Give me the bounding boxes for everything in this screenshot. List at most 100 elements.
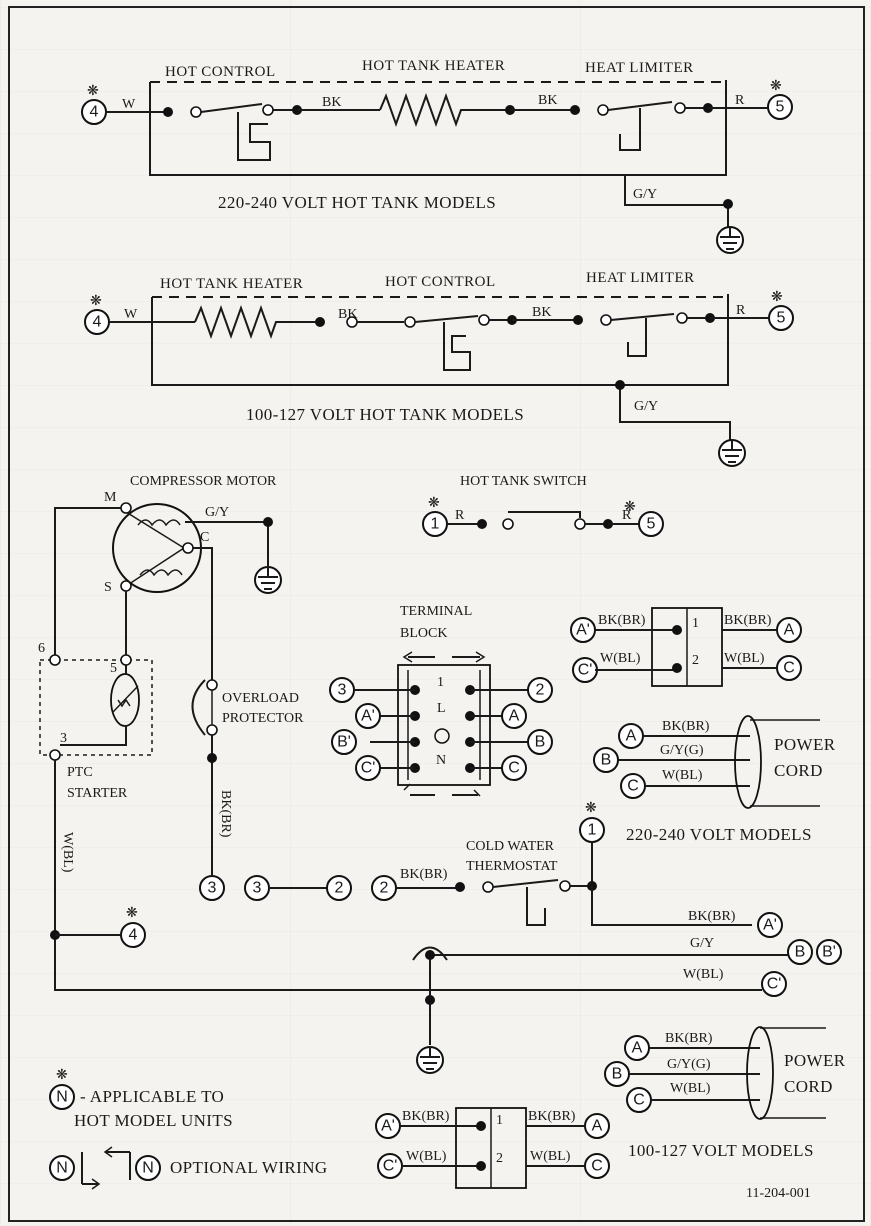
label-wbl-motor: W(BL) (60, 832, 75, 873)
relay-top-wbl-l: W(BL) (600, 651, 641, 666)
relay-top: A' C' A C BK(BR) W(BL) BK(BR) W(BL) 1 2 (570, 607, 802, 687)
terminal-block: TERMINAL BLOCK 1 L N 3 A' B' C' 2 A B C (329, 604, 553, 797)
wire-bk-2: BK (538, 93, 557, 108)
thermo-3: 3 (253, 880, 262, 897)
enclosure-top (149, 80, 727, 176)
label-hot-tank-switch: HOT TANK SWITCH (460, 474, 587, 489)
tb-row-l: L (437, 701, 446, 716)
cord100-c: C (633, 1092, 645, 1109)
cord220-power: POWER (774, 735, 836, 754)
label-hot-control-mid: HOT CONTROL (385, 274, 496, 290)
ptc-starter-box (39, 659, 153, 756)
thermo-c-prime: C' (767, 976, 782, 993)
label-gy-motor: G/Y (205, 505, 229, 520)
relay-top-a-prime: A' (576, 622, 590, 639)
wire-bk-mid-2: BK (532, 305, 551, 320)
legend-n-left: N (56, 1160, 68, 1177)
hot-control-sensor (237, 112, 271, 161)
relay-bottom-c: C (591, 1158, 603, 1175)
cord220-bkbr: BK(BR) (662, 719, 710, 734)
cord100-a: A (632, 1040, 643, 1057)
thermo-1: 1 (588, 822, 597, 839)
star-top-left: ❋ (87, 84, 99, 99)
label-block: BLOCK (400, 626, 447, 641)
tb-ground-icon (434, 728, 450, 744)
relay-top-c: C (783, 660, 795, 677)
caption-100-hot-tank: 100-127 VOLT HOT TANK MODELS (246, 405, 524, 424)
label-c: C (200, 530, 209, 545)
label-thermostat: THERMOSTAT (466, 859, 558, 874)
star-switch-5: ❋ (624, 500, 636, 515)
legend-applicable: - APPLICABLE TO (80, 1087, 224, 1106)
star-motor-4: ❋ (126, 906, 138, 921)
label-r-switch-1: R (455, 508, 465, 523)
terminal-5-top-label: 5 (776, 99, 785, 116)
terminal-4-motor-label: 4 (129, 927, 138, 944)
relay-top-wbl-r: W(BL) (724, 651, 765, 666)
tb-row-n: N (436, 753, 446, 768)
relay-bottom-c-prime: C' (383, 1158, 398, 1175)
caption-100-models: 100-127 VOLT MODELS (628, 1141, 814, 1160)
cord220-a: A (626, 728, 637, 745)
relay-bottom-n2: 2 (496, 1151, 503, 1166)
star-thermo-1: ❋ (585, 801, 597, 816)
label-hot-control: HOT CONTROL (165, 64, 276, 80)
thermo-bkbr2: BK(BR) (688, 909, 736, 924)
relay-top-bkbr-l: BK(BR) (598, 613, 646, 628)
thermo-wbl: W(BL) (683, 967, 724, 982)
legend: N ❋ - APPLICABLE TO HOT MODEL UNITS N N … (49, 1068, 327, 1190)
label-s: S (104, 580, 112, 595)
thermo-2b: 2 (380, 880, 389, 897)
label-starter: STARTER (67, 786, 128, 801)
label-heat-limiter-mid: HEAT LIMITER (586, 270, 695, 286)
label-m: M (104, 490, 117, 505)
cord220-cord: CORD (774, 761, 823, 780)
thermostat-sensor (526, 887, 546, 926)
thermo-gy: G/Y (690, 936, 714, 951)
tb-left-b-prime: B' (337, 734, 351, 751)
label-5: 5 (110, 661, 117, 676)
star-switch-1: ❋ (428, 496, 440, 511)
label-overload: OVERLOAD (222, 691, 299, 706)
tb-left-a-prime: A' (361, 708, 375, 725)
optional-wiring-arrow-left (81, 1152, 98, 1185)
caption-220-hot-tank: 220-240 VOLT HOT TANK MODELS (218, 193, 496, 212)
wire-r: R (735, 93, 745, 108)
thermo-bkbr: BK(BR) (400, 867, 448, 882)
legend-star: ❋ (56, 1068, 68, 1083)
label-hot-tank-heater: HOT TANK HEATER (362, 58, 505, 74)
wire-bk-1: BK (322, 95, 341, 110)
relay-bottom-wbl-r: W(BL) (530, 1149, 571, 1164)
relay-bottom-wbl-l: W(BL) (406, 1149, 447, 1164)
relay-bottom-a: A (592, 1118, 603, 1135)
power-cord-100-plug (746, 1026, 774, 1120)
terminal-3-motor-label: 3 (208, 880, 217, 897)
thermostat-section: 3 2 2 BK(BR) COLD WATER THERMOSTAT 1 ❋ B… (244, 801, 842, 1074)
motor-winding-1 (137, 519, 181, 527)
tb-left-3: 3 (338, 682, 347, 699)
relay-top-n1: 1 (692, 616, 699, 631)
cord220-c: C (627, 778, 639, 795)
heater-coil-top (379, 93, 510, 127)
tb-right-a: A (509, 708, 520, 725)
relay-bottom-n1: 1 (496, 1113, 503, 1128)
relay-bottom-bkbr-l: BK(BR) (402, 1109, 450, 1124)
wire-gy-mid: G/Y (634, 399, 658, 414)
optional-wiring-arrow-right (106, 1151, 131, 1180)
relay-top-c-prime: C' (578, 662, 593, 679)
switch-terminal-5: 5 (647, 516, 656, 533)
wire-w: W (122, 97, 136, 112)
caption-220-models: 220-240 VOLT MODELS (626, 825, 812, 844)
star-mid-left: ❋ (90, 294, 102, 309)
label-hot-tank-heater-mid: HOT TANK HEATER (160, 276, 303, 292)
power-cord-220: A B C BK(BR) G/Y(G) W(BL) POWER CORD 220… (593, 715, 836, 844)
power-cord-100: A B C BK(BR) G/Y(G) W(BL) POWER CORD 100… (604, 1026, 845, 1201)
hot-control-sensor-mid (443, 322, 471, 371)
relay-bottom-a-prime: A' (381, 1118, 395, 1135)
wire-r-mid: R (736, 303, 746, 318)
terminal-4-mid-label: 4 (93, 314, 102, 331)
hot-tank-switch: HOT TANK SWITCH 1 ❋ 5 ❋ R R (422, 474, 664, 537)
label-cold-water: COLD WATER (466, 839, 555, 854)
thermo-b: B (795, 944, 806, 961)
relay-top-bkbr-r: BK(BR) (724, 613, 772, 628)
